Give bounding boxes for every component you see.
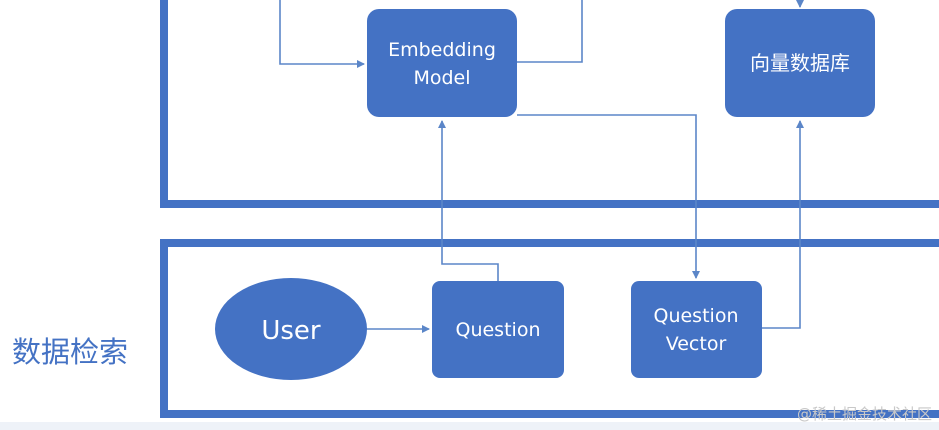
connector-question-to-embedding	[438, 120, 499, 281]
vector-db-label: 向量数据库	[750, 51, 850, 75]
embedding-model-label-line1: Embedding	[388, 39, 496, 61]
vector-db-node: 向量数据库	[725, 9, 875, 117]
user-node: User	[215, 278, 367, 380]
retrieval-section-frame	[160, 239, 939, 418]
connector-embedding-up	[517, 0, 583, 63]
retrieval-section-label: 数据检索	[12, 335, 128, 369]
upper-section-frame	[160, 0, 939, 208]
cross-connectors	[366, 114, 804, 333]
connector-question-vector-to-db	[762, 120, 804, 329]
upper-connectors	[279, 0, 804, 68]
embedding-model-label-line2: Model	[413, 67, 470, 89]
question-label: Question	[456, 319, 541, 341]
connector-embedding-to-question-vector	[517, 114, 700, 279]
question-node: Question	[432, 281, 564, 378]
question-vector-label-line1: Question	[654, 305, 739, 327]
question-vector-label-line2: Vector	[666, 333, 727, 355]
user-label: User	[261, 316, 321, 346]
watermark-text: @稀土掘金技术社区	[797, 405, 932, 423]
embedding-model-node: Embedding Model	[367, 9, 517, 117]
question-vector-node: Question Vector	[631, 281, 762, 378]
connector-into-embedding	[279, 0, 365, 68]
bottom-strip	[0, 422, 939, 430]
